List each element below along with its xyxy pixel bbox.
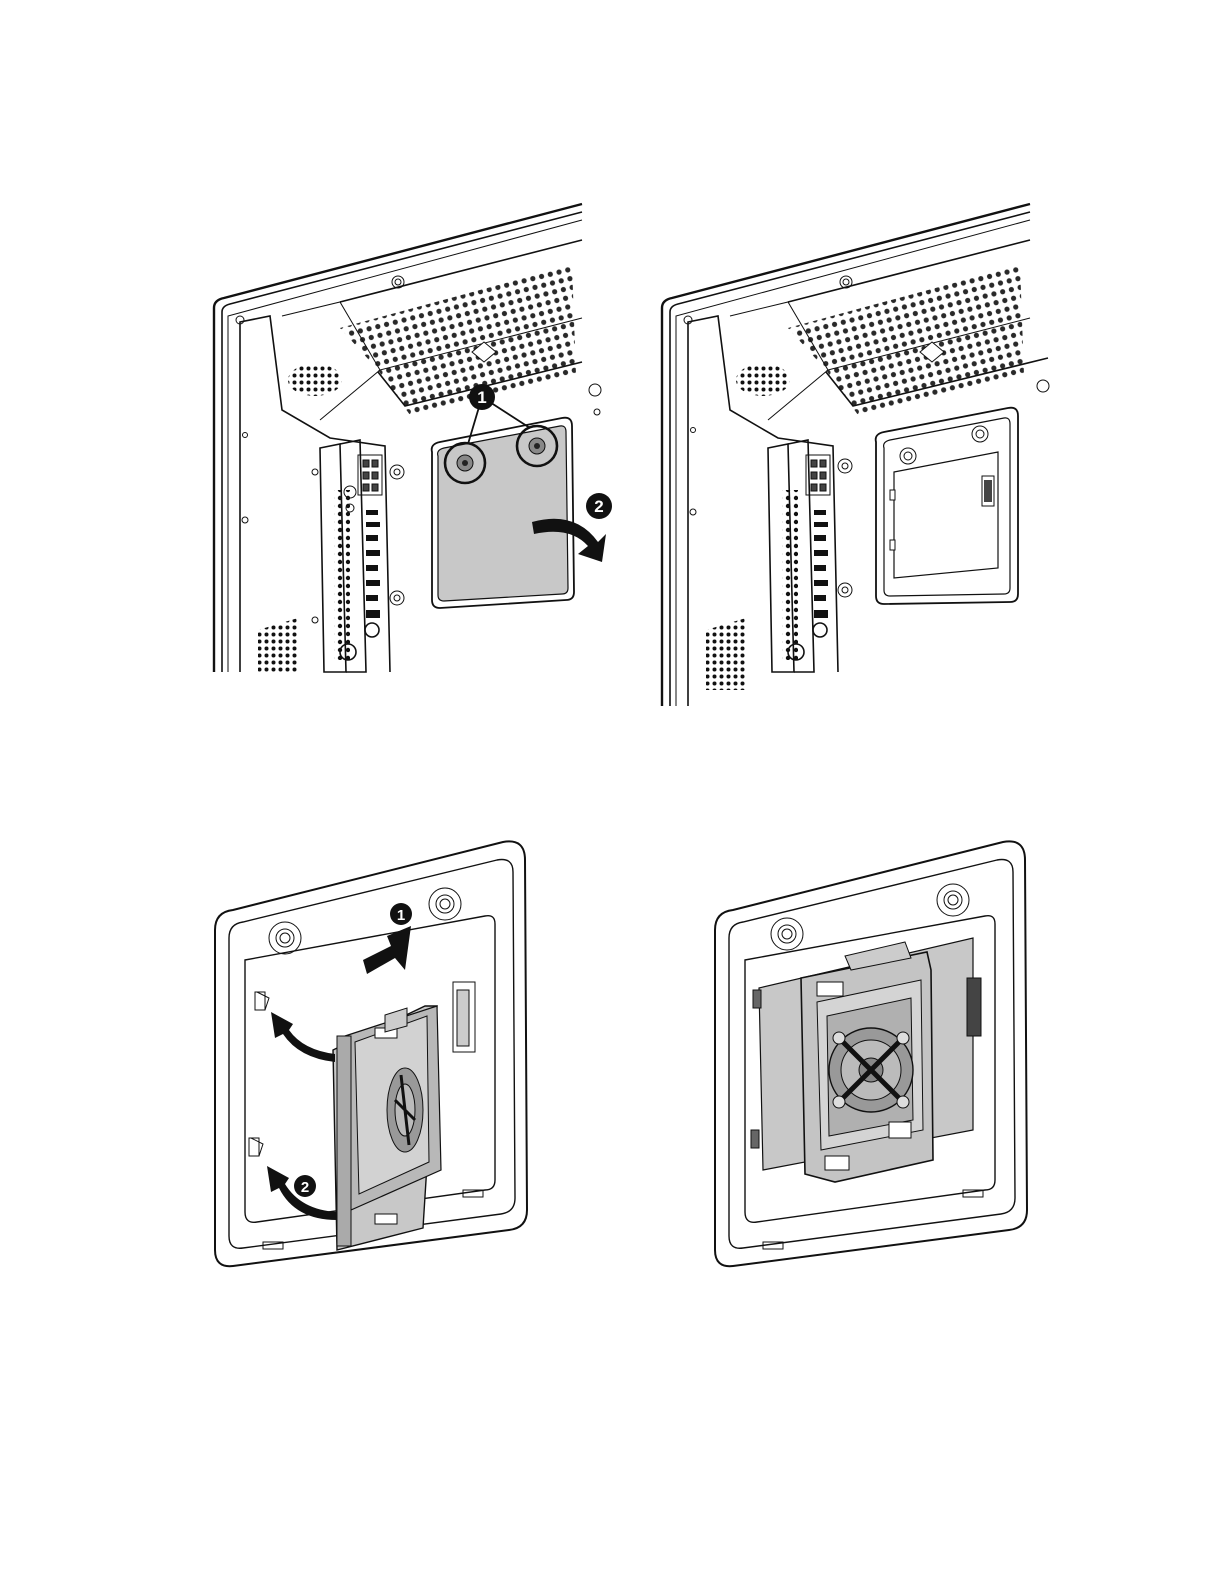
vent-grille <box>340 265 576 415</box>
callout-1-marker: 1 <box>390 903 412 925</box>
module-bay <box>876 408 1018 604</box>
panel-cover-removed <box>648 190 1078 710</box>
fan <box>829 1028 913 1112</box>
tv-back-illustration: 1 2 <box>200 190 630 690</box>
bay-connector <box>967 978 981 1036</box>
small-vent <box>288 364 342 396</box>
module-installed-illustration <box>705 830 1035 1280</box>
vent-grille <box>788 265 1024 415</box>
callout-2-marker: 2 <box>294 1175 316 1197</box>
tv-back-open-illustration <box>648 190 1078 710</box>
svg-text:2: 2 <box>594 497 603 516</box>
small-vent <box>736 364 790 396</box>
svg-text:2: 2 <box>301 1179 309 1196</box>
panel-remove-cover: 1 2 <box>200 190 630 690</box>
panel-module-installed <box>705 830 1035 1280</box>
fan <box>387 1068 423 1152</box>
svg-text:1: 1 <box>477 388 486 407</box>
module <box>801 942 933 1182</box>
callout-2-marker: 2 <box>586 493 612 519</box>
svg-text:1: 1 <box>397 907 405 924</box>
callout-1-marker: 1 <box>469 384 495 410</box>
cover-screw <box>457 455 473 471</box>
module-insert-illustration: 1 2 <box>205 830 535 1280</box>
cover-screw <box>529 438 545 454</box>
panel-insert-module: 1 2 <box>205 830 535 1280</box>
bay-connector <box>453 982 475 1052</box>
